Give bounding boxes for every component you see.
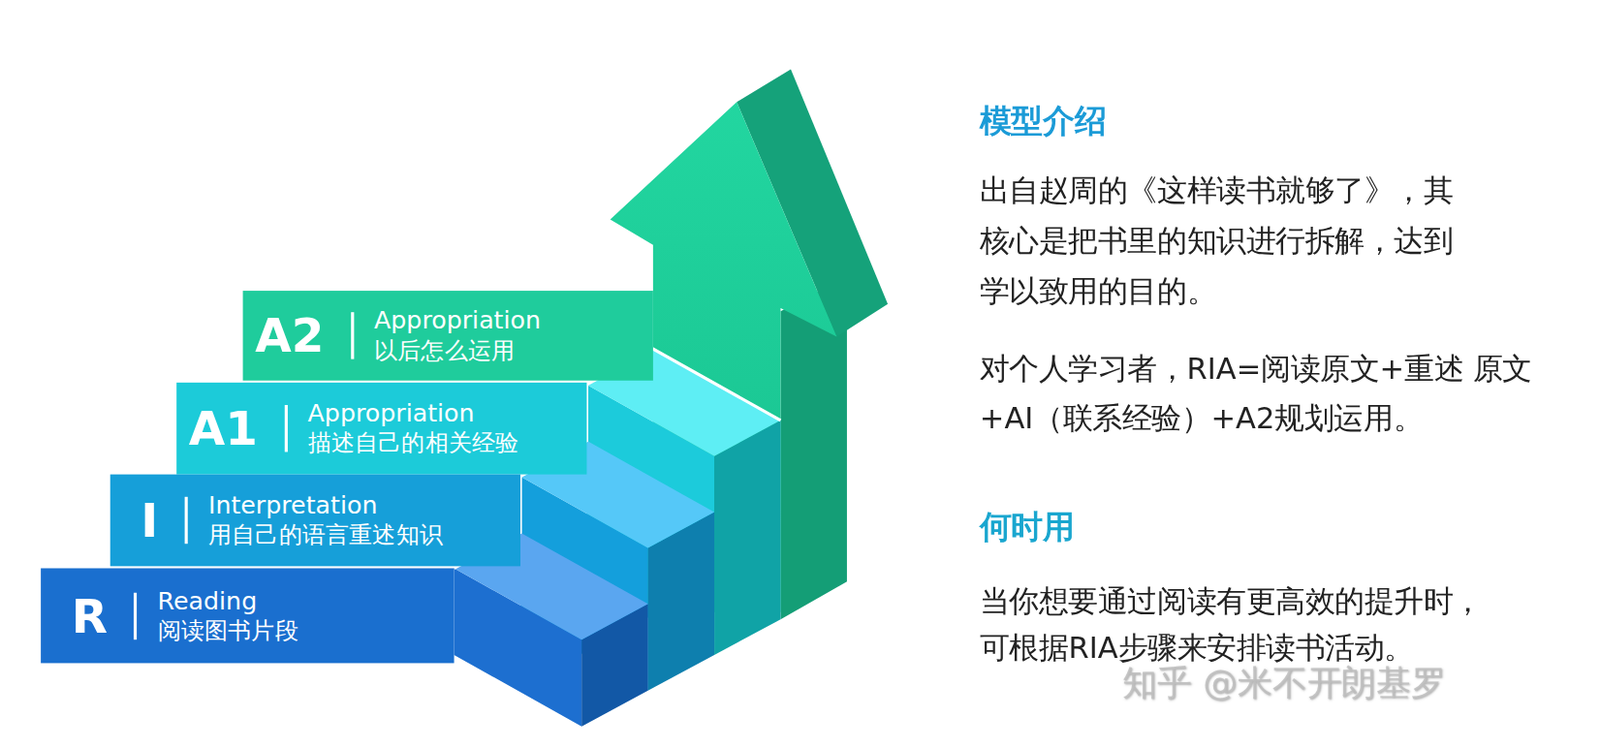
step-band: R Reading阅读图书片段 [40, 567, 454, 663]
divider-bar [133, 592, 137, 639]
paragraph: 当你想要通过阅读有更高效的提升时， 可根据RIA步骤来安排读书活动。 [979, 577, 1552, 672]
step-band: A2 Appropriation以后怎么运用 [243, 290, 654, 381]
step-description: 以后怎么运用 [374, 335, 541, 365]
section-heading: 模型介绍 [979, 97, 1388, 143]
step-band: I Interpretation用自己的语言重述知识 [110, 474, 521, 567]
step-text-column: Reading阅读图书片段 [157, 586, 299, 646]
step-text-column: Interpretation用自己的语言重述知识 [208, 491, 443, 551]
step-name: Reading [157, 586, 299, 616]
step-side [714, 420, 781, 656]
paragraph: 出自赵周的《这样读书就够了》，其 核心是把书里的知识进行拆解，达到 学以致用的目… [979, 166, 1552, 317]
step-description: 用自己的语言重述知识 [208, 520, 443, 550]
step-text-column: Appropriation以后怎么运用 [374, 306, 541, 366]
step-name: Interpretation [208, 491, 443, 521]
step-name: Appropriation [374, 306, 541, 336]
step-letter: A2 [254, 312, 324, 359]
step-letter: I [140, 497, 158, 544]
paragraph: 对个人学习者，RIA=阅读原文+重述 原文+AI（联系经验）+A2规划运用。 [979, 344, 1552, 444]
divider-bar [185, 497, 189, 544]
divider-bar [283, 405, 287, 452]
step-band: A1 Appropriation描述自己的相关经验 [176, 382, 587, 475]
step-name: Appropriation [308, 399, 520, 429]
step-description: 描述自己的相关经验 [308, 428, 520, 458]
section-heading: 何时用 [979, 503, 1388, 549]
watermark: 知乎 @米不开朗基罗 [1122, 658, 1592, 708]
divider-bar [350, 312, 354, 359]
step-letter: R [71, 592, 108, 639]
step-letter: A1 [188, 405, 258, 452]
step-text-column: Appropriation描述自己的相关经验 [308, 399, 520, 459]
step-description: 阅读图书片段 [157, 615, 299, 645]
